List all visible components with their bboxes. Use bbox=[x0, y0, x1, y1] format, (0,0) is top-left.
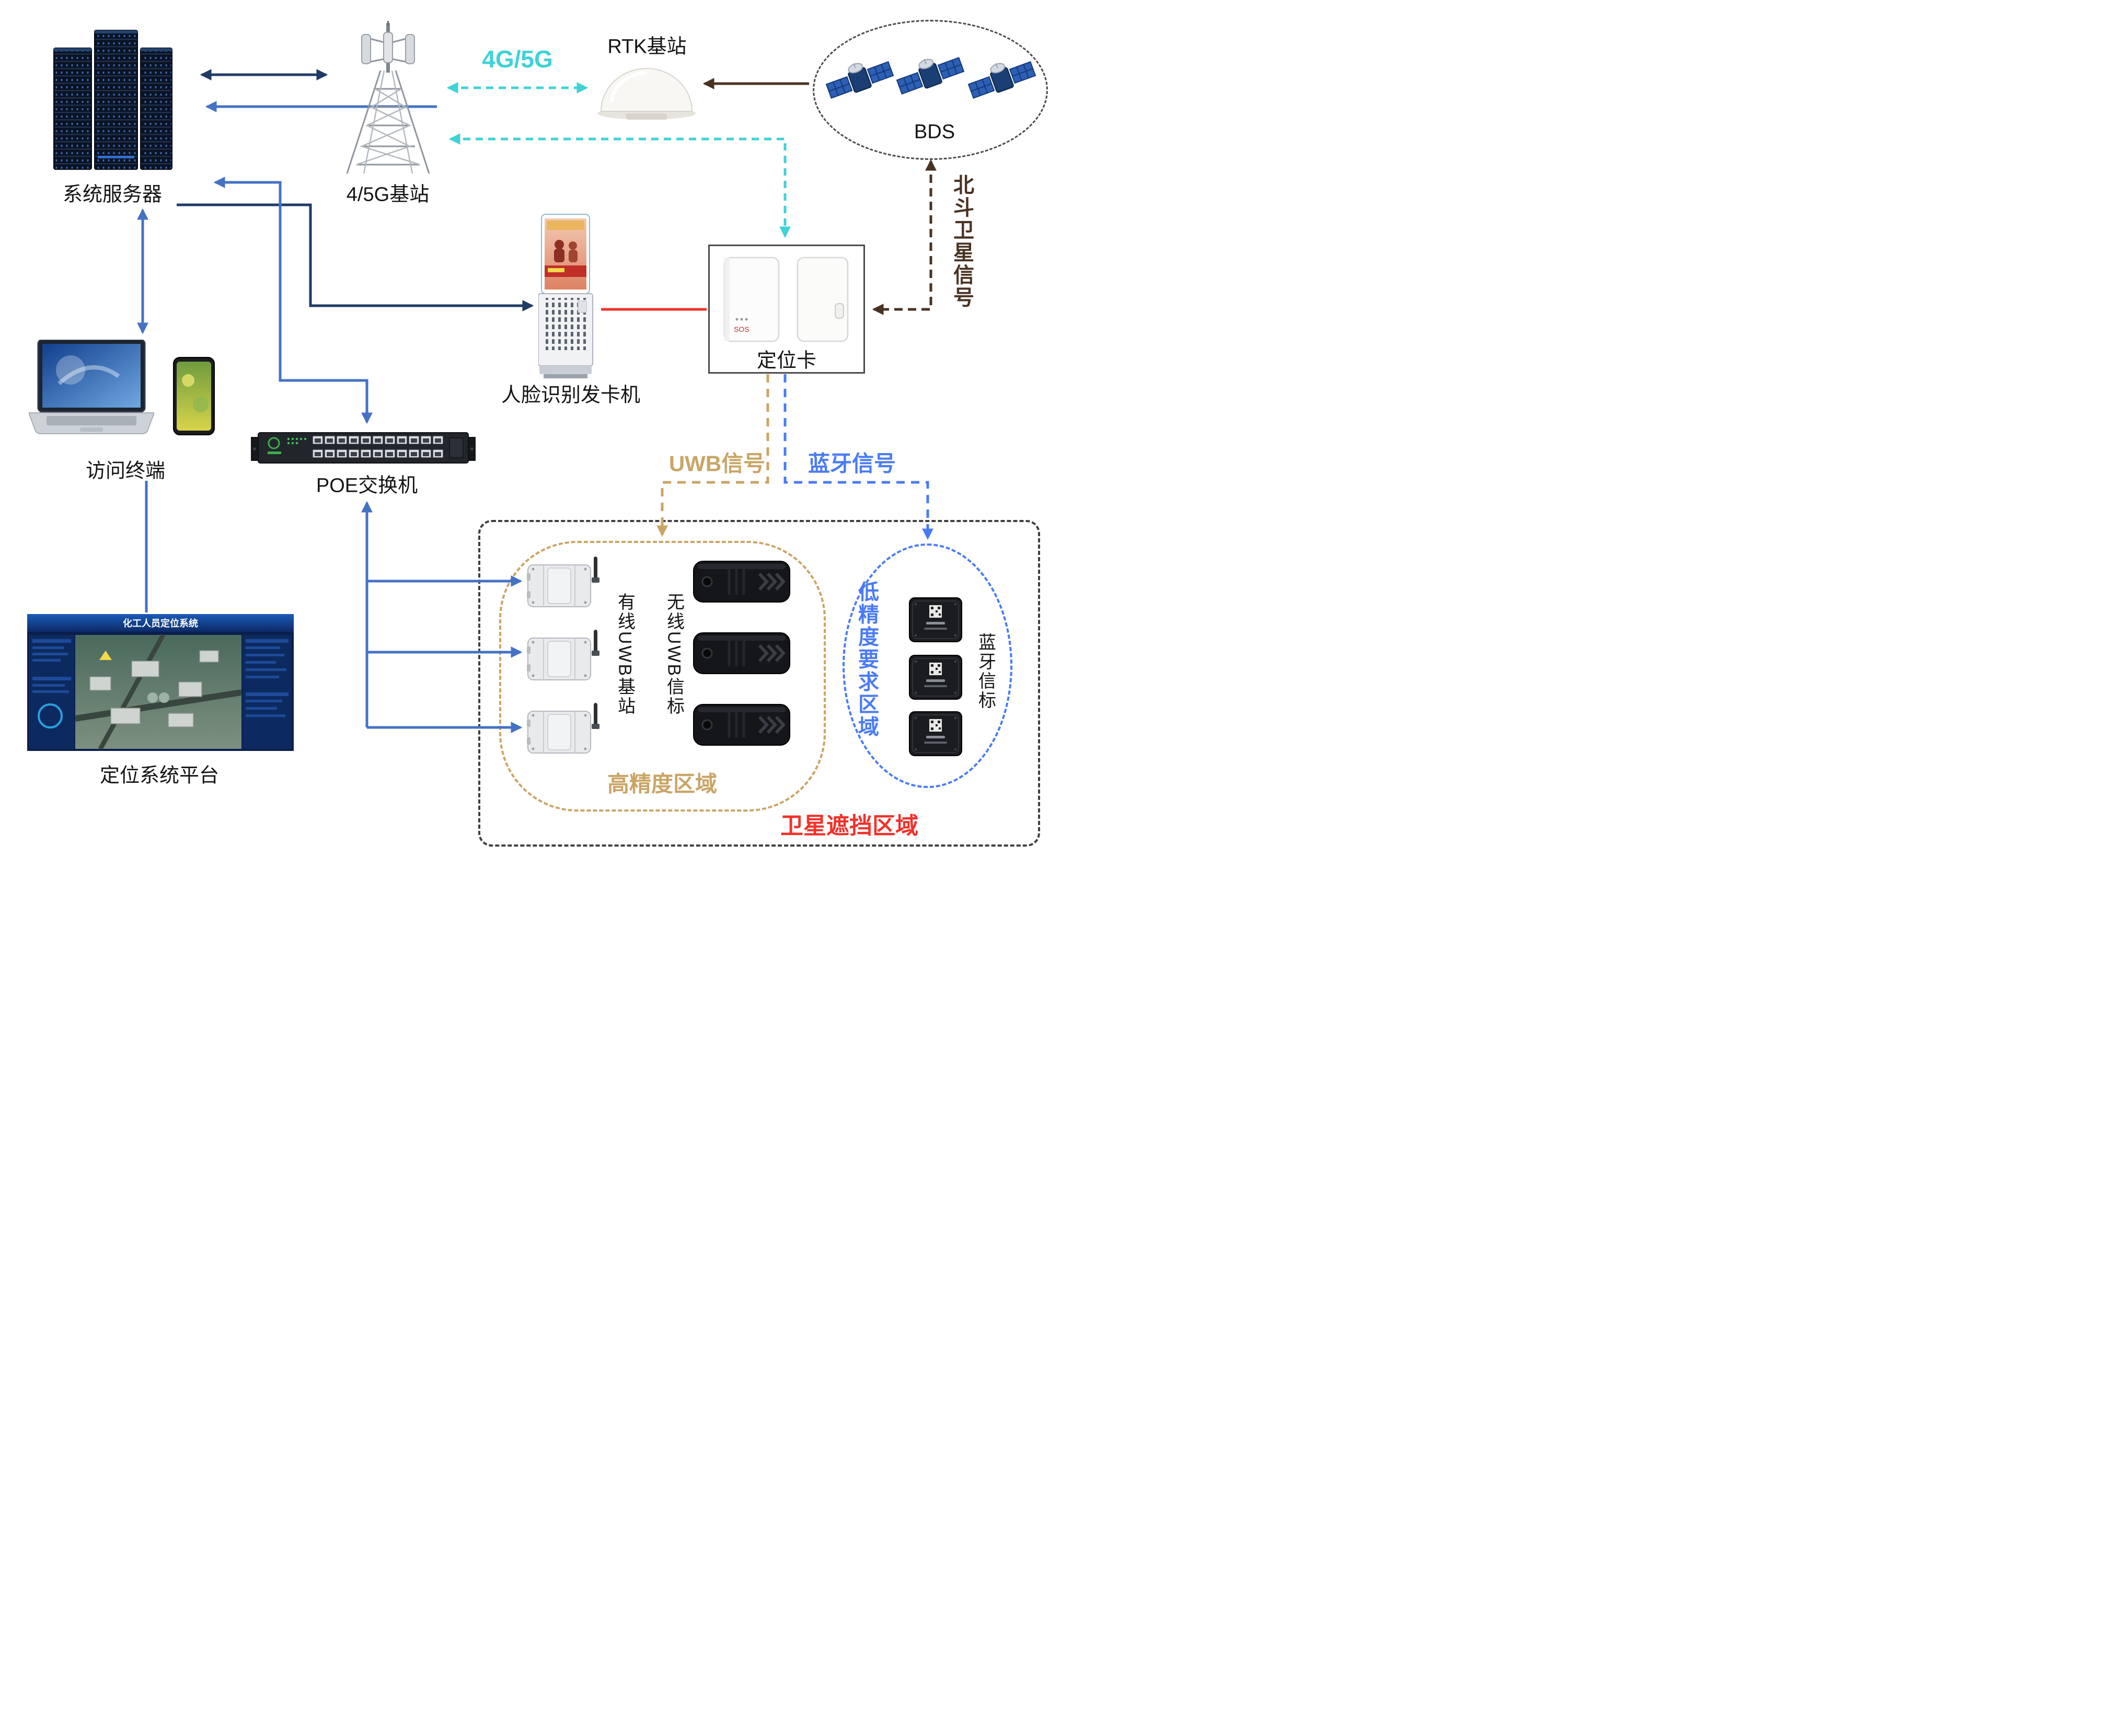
uwb-base-station-1 bbox=[527, 557, 605, 611]
label-bt-beacon: 蓝牙信标 bbox=[975, 633, 996, 710]
label-cell-tower: 4/5G基站 bbox=[346, 183, 430, 206]
label-access-terminal: 访问终端 bbox=[85, 460, 166, 482]
label-occlusion-zone: 卫星遮挡区域 bbox=[780, 813, 918, 839]
uwb-beacon-2 bbox=[693, 630, 792, 679]
cell-tower-image bbox=[335, 21, 442, 180]
platform-title-text: 化工人员定位系统 bbox=[123, 618, 198, 629]
arrow-tower-card-cyan bbox=[448, 133, 791, 238]
card-sos-text: SOS bbox=[734, 325, 749, 333]
bds-satellite-group-outline bbox=[813, 20, 1048, 160]
arrow-server-to-kiosk bbox=[177, 203, 534, 311]
label-wired-uwb: 有线UWB基站 bbox=[615, 592, 635, 716]
label-system-server: 系统服务器 bbox=[62, 183, 163, 206]
label-poe-switch: POE交换机 bbox=[316, 474, 418, 497]
diagram-canvas: SOS bbox=[0, 0, 1061, 868]
label-4g5g: 4G/5G bbox=[482, 45, 553, 73]
uwb-base-station-2 bbox=[527, 630, 605, 685]
label-low-precision: 低精度要求区域 bbox=[855, 581, 878, 738]
platform-screenshot-image: 化工人员定位系统 bbox=[27, 614, 294, 754]
high-precision-zone bbox=[499, 541, 826, 812]
rtk-base-station-image bbox=[596, 55, 698, 125]
arrow-card-bt-zone bbox=[783, 374, 933, 540]
face-recognition-kiosk-image bbox=[538, 213, 600, 384]
label-face-kiosk: 人脸识别发卡机 bbox=[501, 384, 641, 407]
low-precision-zone bbox=[843, 543, 1012, 788]
arrow-card-uwb-zone bbox=[656, 374, 769, 537]
laptop-image bbox=[28, 339, 155, 439]
bt-beacon-2 bbox=[908, 653, 963, 704]
label-bt-signal: 蓝牙信号 bbox=[808, 451, 896, 476]
label-uwb-signal: UWB信号 bbox=[668, 451, 766, 476]
label-wireless-uwb: 无线UWB信标 bbox=[664, 592, 684, 716]
label-rtk-station: RTK基站 bbox=[607, 36, 687, 58]
label-high-precision: 高精度区域 bbox=[607, 771, 718, 796]
label-bds: BDS bbox=[914, 121, 955, 143]
satellite-occlusion-zone bbox=[478, 520, 1040, 847]
arrow-bds-card-beidou bbox=[872, 159, 937, 315]
label-beidou-signal: 北斗卫星信号 bbox=[950, 174, 973, 309]
label-positioning-card: 定位卡 bbox=[756, 350, 817, 372]
connector-overlay bbox=[137, 69, 937, 733]
system-server-image bbox=[50, 26, 175, 183]
poe-switch-image bbox=[251, 427, 476, 471]
uwb-beacon-3 bbox=[693, 701, 792, 751]
label-platform: 定位系统平台 bbox=[99, 765, 220, 787]
bt-beacon-1 bbox=[908, 596, 963, 646]
uwb-base-station-3 bbox=[527, 703, 605, 758]
arrow-server-poe bbox=[213, 177, 373, 424]
uwb-beacon-1 bbox=[693, 558, 792, 608]
bt-beacon-3 bbox=[908, 710, 963, 760]
phone-image bbox=[172, 356, 216, 439]
positioning-card-box: SOS bbox=[708, 245, 865, 374]
